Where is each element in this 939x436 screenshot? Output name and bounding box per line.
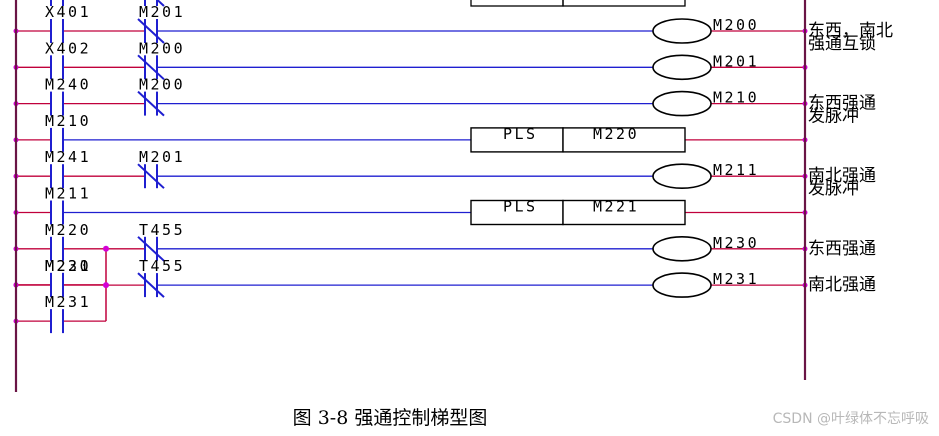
rung-wires xyxy=(13,28,808,324)
contact-label: X401 xyxy=(45,3,91,21)
nc-contact xyxy=(137,163,165,189)
contact-label: M211 xyxy=(45,185,91,203)
no-contact xyxy=(50,164,64,189)
contact-slash xyxy=(137,163,165,189)
pls-box xyxy=(470,199,564,226)
contact-slash xyxy=(137,54,165,81)
no-contact xyxy=(50,200,64,225)
coil-label: M230 xyxy=(713,234,759,252)
no-contact xyxy=(50,309,64,334)
rung-comment: 发脉冲 xyxy=(808,179,859,199)
contact-label: M200 xyxy=(139,39,185,57)
contact-label: X402 xyxy=(45,39,91,57)
contact-label: M200 xyxy=(139,76,185,94)
nc-contact xyxy=(137,54,165,81)
contact-label: T455 xyxy=(139,257,185,275)
pls-target-label: M220 xyxy=(593,125,639,143)
contact-label: M220 xyxy=(45,221,91,239)
coil-label: M201 xyxy=(713,52,759,70)
rung-comment: 南北强通 xyxy=(808,275,876,295)
nc-contact xyxy=(144,0,165,7)
watermark: CSDN @叶绿体不忘呼吸 xyxy=(772,411,929,427)
output-coil xyxy=(652,54,712,81)
pls-box xyxy=(562,127,686,153)
rung-comment: 发脉冲 xyxy=(808,107,859,127)
branch-node xyxy=(103,245,109,252)
no-contact xyxy=(50,19,64,43)
no-contact xyxy=(50,273,64,298)
contact-label: M210 xyxy=(45,112,91,130)
contact-label: M221 xyxy=(45,257,91,275)
nc-contact xyxy=(137,90,165,117)
rung-comment: 东西，南北 xyxy=(808,21,893,41)
contact-label: M230 xyxy=(45,257,91,275)
contact-label: M201 xyxy=(139,148,185,166)
pls-op-label: PLS xyxy=(503,125,538,143)
contact-slash xyxy=(137,90,165,117)
pls-box-partial xyxy=(470,0,564,7)
contact-slash xyxy=(156,0,165,7)
rung-comment: 东西强通 xyxy=(808,94,876,114)
branch-node xyxy=(103,282,109,289)
output-coil xyxy=(652,90,712,117)
no-contact xyxy=(50,127,64,152)
coil-label: M231 xyxy=(713,270,759,288)
no-contact xyxy=(50,0,64,6)
rung-comment: 强通互锁 xyxy=(808,34,876,54)
coil-label: M210 xyxy=(713,89,759,107)
no-contact xyxy=(50,55,64,80)
coil-label: M200 xyxy=(713,16,759,34)
nc-contact xyxy=(137,18,165,44)
figure-caption: 图 3-8 强通控制梯型图 xyxy=(292,407,488,429)
no-contact xyxy=(50,91,64,116)
output-coil xyxy=(652,236,712,262)
output-coil xyxy=(652,163,712,189)
contact-label: M231 xyxy=(45,293,91,311)
contact-slash xyxy=(137,18,165,44)
contact-label: M240 xyxy=(45,76,91,94)
nc-contact xyxy=(137,236,165,262)
nc-contact xyxy=(137,272,165,298)
coil-label: M211 xyxy=(713,161,759,179)
contact-label: M241 xyxy=(45,148,91,166)
output-coil xyxy=(652,18,712,44)
output-coil xyxy=(652,272,712,298)
contact-label: T455 xyxy=(139,221,185,239)
ladder-elements xyxy=(50,0,712,334)
pls-target-label: M221 xyxy=(593,198,639,216)
pls-box-partial xyxy=(562,0,686,7)
contact-label: M201 xyxy=(139,3,185,21)
rung-comment: 东西强通 xyxy=(808,239,876,259)
contact-slash xyxy=(137,236,165,262)
pls-box xyxy=(562,199,686,226)
rung-comment: 南北强通 xyxy=(808,166,876,186)
contact-slash xyxy=(137,272,165,298)
no-contact xyxy=(50,236,64,261)
power-rails xyxy=(14,0,807,392)
pls-op-label: PLS xyxy=(503,198,538,216)
